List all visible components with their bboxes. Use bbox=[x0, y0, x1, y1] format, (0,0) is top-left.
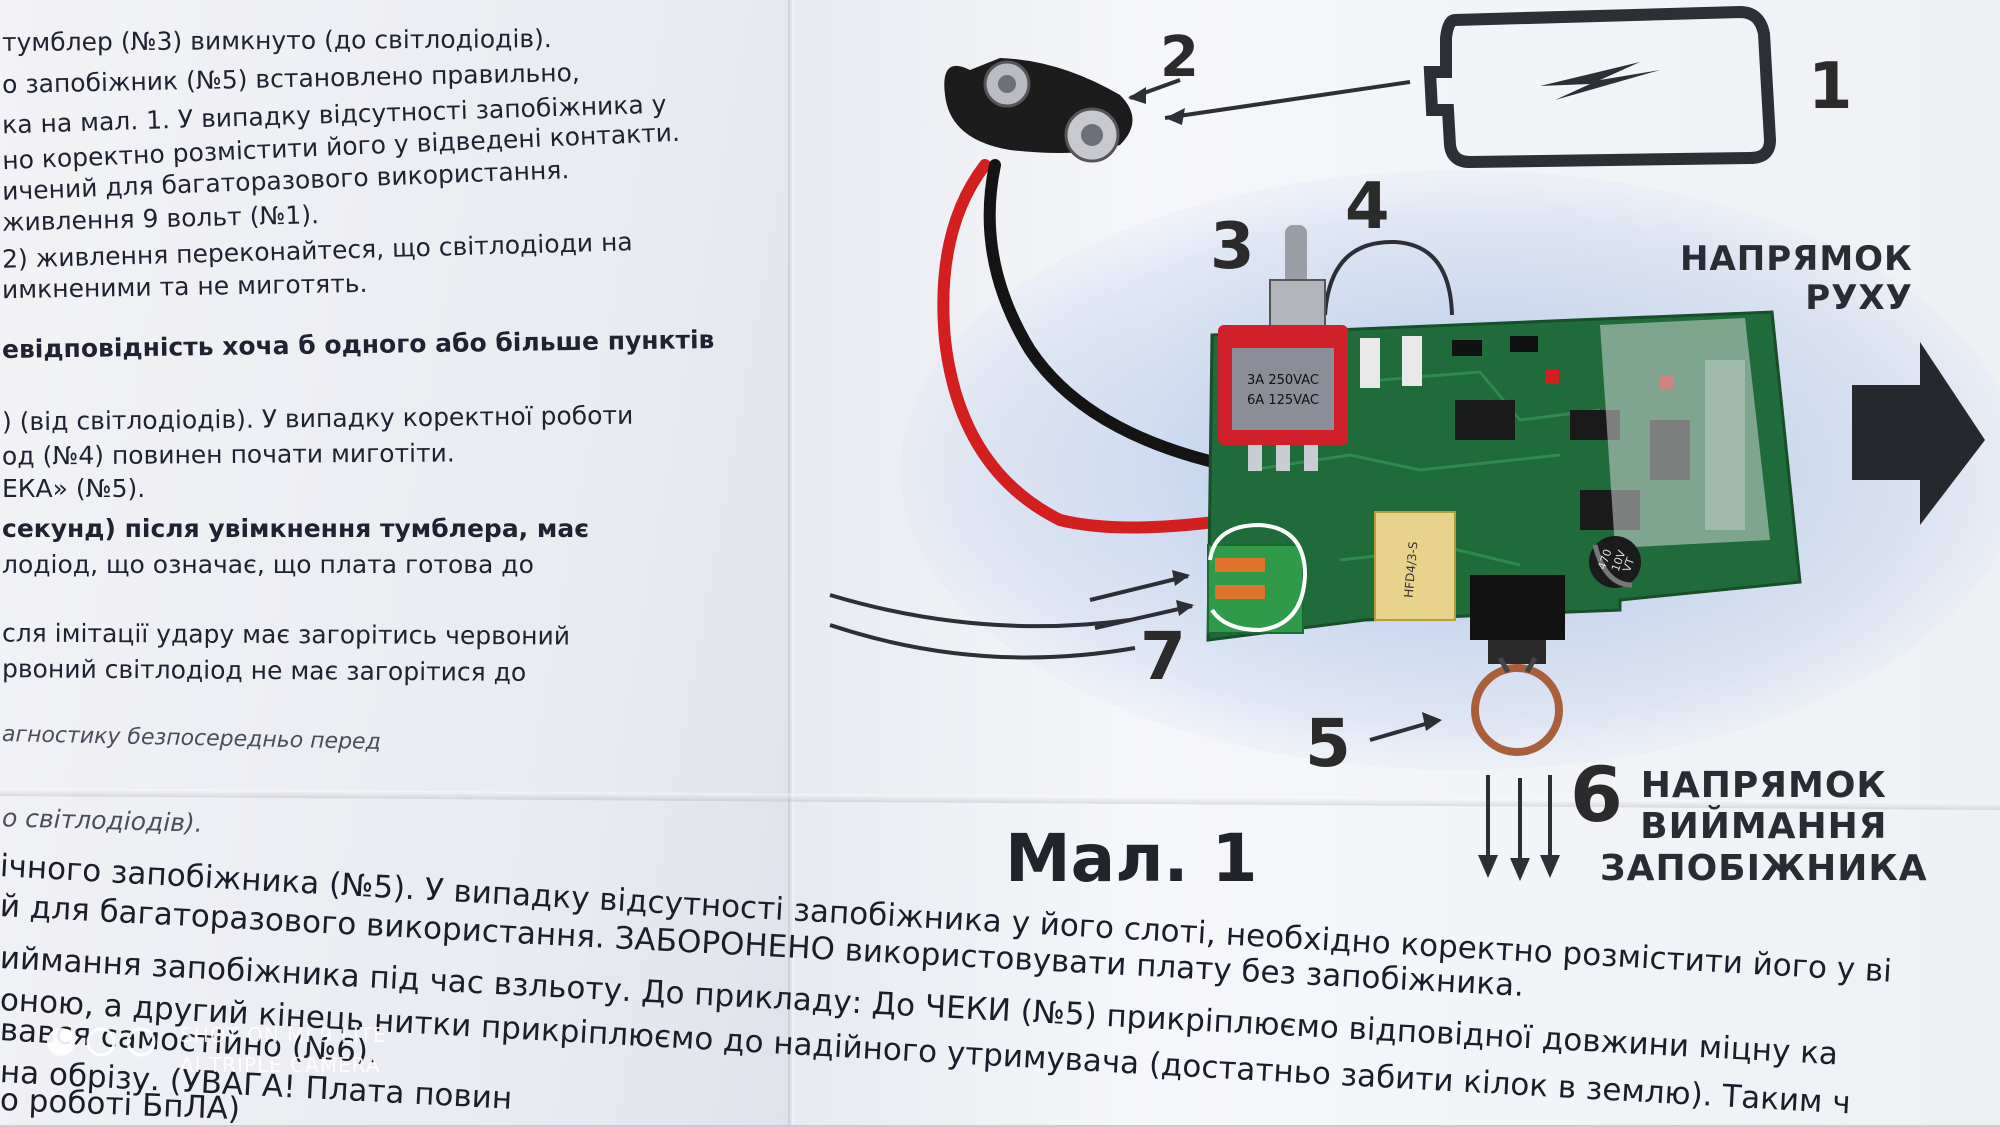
ic-chip bbox=[1455, 400, 1515, 440]
terminal-lever bbox=[1215, 585, 1265, 599]
smd-resistor bbox=[1360, 338, 1380, 388]
label-direction-of-motion: НАПРЯМОК РУХУ bbox=[1680, 239, 1913, 319]
camera-dots-icon bbox=[47, 1027, 156, 1057]
red-led bbox=[1545, 370, 1559, 384]
instruction-line-bold: секунд) після увімкнення тумблера, має bbox=[2, 514, 590, 543]
black-wire bbox=[983, 159, 1256, 476]
battery-snap-connector bbox=[944, 58, 1133, 163]
instruction-line: ЕКА» (№5). bbox=[2, 474, 146, 503]
label-line: ВИЙМАННЯ bbox=[1640, 806, 1888, 848]
terminal-lever bbox=[1215, 558, 1265, 572]
removal-arrows bbox=[1478, 775, 1560, 881]
relay-marking: HFD4/3-S bbox=[1402, 541, 1421, 598]
label-line: НАПРЯМОК bbox=[1640, 765, 1887, 806]
arrow-battery bbox=[1164, 80, 1411, 120]
paper-fold-vertical bbox=[788, 0, 794, 1125]
pcb-board: HFD4/3-S 470 10V VT bbox=[1206, 310, 1802, 642]
fuse-socket bbox=[1470, 575, 1565, 640]
fuse-pin bbox=[1471, 640, 1563, 756]
callout-1: 1 bbox=[1808, 50, 1853, 124]
battery-icon bbox=[1423, 5, 1777, 169]
callout-7: 7 bbox=[1140, 618, 1186, 695]
capacitor bbox=[1589, 536, 1641, 588]
instruction-line: лодіод, що означає, що плата готова до bbox=[2, 550, 534, 579]
direction-arrow-icon bbox=[1852, 342, 1985, 525]
svg-text:6A 125VAC: 6A 125VAC bbox=[1247, 393, 1319, 408]
svg-text:VT: VT bbox=[1620, 556, 1637, 574]
flow-line bbox=[829, 593, 1131, 629]
label-line: НАПРЯМОК bbox=[1680, 239, 1913, 279]
flow-line bbox=[829, 623, 1136, 660]
smd-resistor bbox=[1402, 336, 1422, 386]
red-wire bbox=[937, 159, 1236, 534]
callout-3: 3 bbox=[1210, 210, 1255, 284]
watermark-line: SHOT ON MI 9 LITE bbox=[180, 1023, 387, 1047]
callout-2: 2 bbox=[1160, 25, 1199, 90]
toggle-switch: 3A 250VAC 6A 125VAC bbox=[1218, 225, 1348, 471]
callout-6: 6 bbox=[1570, 750, 1623, 839]
relay bbox=[1374, 511, 1456, 621]
label-line: РУХУ bbox=[1805, 278, 1913, 319]
led-blink-arc bbox=[1323, 239, 1454, 316]
callout-5: 5 bbox=[1305, 705, 1351, 782]
label-direction-of-removal: НАПРЯМОК ВИЙМАННЯ ЗАПОБІЖНИКА bbox=[1600, 765, 1928, 889]
label-line: ЗАПОБІЖНИКА bbox=[1600, 847, 1928, 889]
figure-caption: Мал. 1 bbox=[1005, 820, 1258, 897]
watermark-line: AI TRIPLE CAMERA bbox=[180, 1053, 381, 1077]
fpc-connector bbox=[1600, 318, 1770, 548]
watermark-text: SHOT ON MI 9 LITE AI TRIPLE CAMERA bbox=[180, 1020, 387, 1080]
connector-highlight-ring bbox=[1208, 522, 1308, 633]
pin-ring bbox=[1471, 664, 1563, 756]
paper-left-page bbox=[0, 0, 800, 1125]
switch-marking: 3A 250VAC bbox=[1247, 373, 1319, 388]
callout-4: 4 bbox=[1345, 170, 1390, 244]
